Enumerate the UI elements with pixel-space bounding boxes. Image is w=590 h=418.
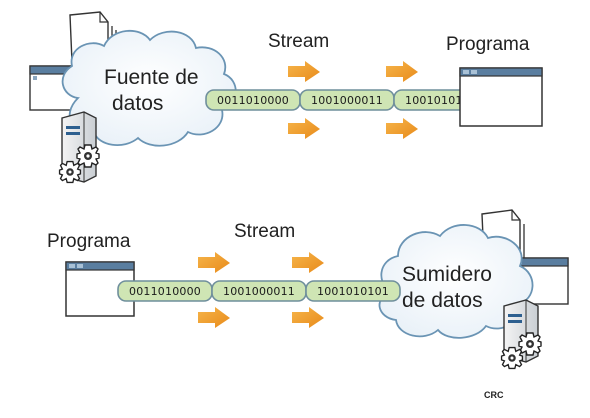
bottom-gear-icon-large [518,332,542,356]
top-source-label-line2: datos [112,92,163,115]
top-flow-arrow-icon [288,61,418,139]
bottom-sink-cloud [378,224,534,339]
top-gear-icon-large [76,144,100,168]
top-bit-text: 1001010101 [405,94,477,107]
top-source-label-line1: Fuente de [104,66,199,89]
top-source-cloud [61,29,237,147]
bottom-target-label-line1: Sumidero [402,263,492,286]
top-gear-icon-small [58,160,82,184]
bottom-target-label-line2: de datos [402,289,483,312]
bottom-bit-segment [305,280,401,302]
bottom-source-label: Programa [47,231,131,252]
bottom-stream-bits: 0011010000 1001000011 1001010101 [117,280,401,302]
top-stream-bits: 0011010000 1001000011 1001010101 [205,89,489,111]
bottom-flow-arrow-icon [198,252,324,328]
bottom-bit-text: 1001010101 [317,285,389,298]
bottom-gear-icon-small [500,346,524,370]
bottom-program-window-icon [65,261,135,317]
bottom-bit-text: 1001000011 [223,285,295,298]
top-program-window-icon [459,67,543,127]
top-bit-text: 0011010000 [217,94,289,107]
credit-label: CRC [484,390,504,400]
top-stream-label: Stream [268,31,329,52]
bottom-bit-text: 0011010000 [129,285,201,298]
top-bit-text: 1001000011 [311,94,383,107]
bottom-row: Programa Stream [47,209,569,370]
bottom-stream-label: Stream [234,221,295,242]
top-row: Fuente de datos Stream 0011010000 100100… [29,11,543,184]
top-target-label: Programa [446,34,530,55]
